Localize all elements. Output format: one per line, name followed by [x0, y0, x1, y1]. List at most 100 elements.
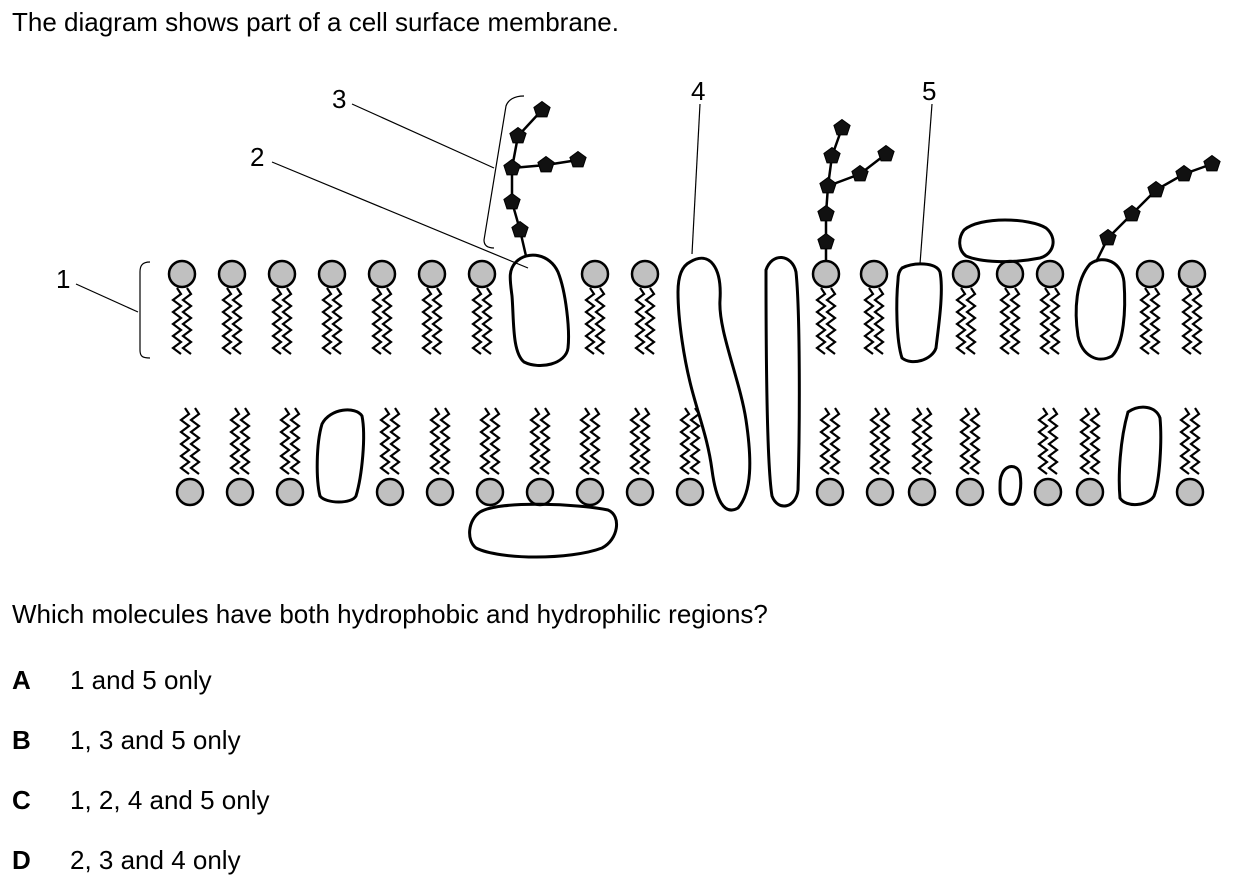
option-text: 1 and 5 only: [70, 665, 212, 695]
fatty-acid-tail: [439, 407, 451, 475]
fatty-acid-tail: [489, 407, 501, 475]
sugar-unit: [569, 150, 587, 168]
phosphate-head: [811, 259, 841, 289]
phospholipid: [575, 407, 605, 507]
option-text: 1, 3 and 5 only: [70, 725, 241, 755]
sugar-unit: [817, 204, 835, 222]
membrane-diagram: 1 2 3 4 5: [56, 76, 1221, 559]
leader-1: [75, 283, 139, 313]
phosphate-head: [475, 477, 505, 507]
glycoprotein: [508, 253, 570, 367]
fatty-acid-tail: [421, 287, 433, 355]
option-letter: A: [12, 665, 31, 695]
phosphate-head: [367, 259, 397, 289]
phosphate-head: [1135, 259, 1165, 289]
fatty-acid-tail: [634, 287, 646, 355]
phospholipid: [630, 259, 660, 355]
phospholipid: [815, 407, 845, 507]
phospholipid: [1135, 259, 1165, 355]
label-5: 5: [922, 76, 936, 106]
phospholipid: [859, 259, 889, 355]
fatty-acid-tail: [1009, 287, 1021, 355]
fatty-acid-tail: [289, 407, 301, 475]
fatty-acid-tail: [179, 407, 191, 475]
sugar-unit: [833, 118, 851, 136]
phospholipid: [1033, 407, 1063, 507]
option-text: 1, 2, 4 and 5 only: [70, 785, 270, 815]
phospholipid: [907, 407, 937, 507]
fatty-acid-tail: [479, 407, 491, 475]
phospholipid: [1177, 259, 1207, 355]
phosphate-head: [217, 259, 247, 289]
sugar-unit: [503, 158, 521, 176]
phospholipid: [475, 407, 505, 507]
fatty-acid-tail: [539, 407, 551, 475]
phosphate-head: [575, 477, 605, 507]
fatty-acid-tail: [321, 287, 333, 355]
leader-4: [691, 103, 701, 255]
phospholipid: [217, 259, 247, 355]
phospholipid: [275, 407, 305, 507]
fatty-acid-tail: [815, 287, 827, 355]
option-a[interactable]: A 1 and 5 only: [12, 664, 212, 696]
label-2: 2: [250, 142, 264, 172]
label-1: 1: [56, 264, 70, 294]
sugar-unit: [1099, 228, 1117, 246]
phosphate-head: [580, 259, 610, 289]
fatty-acid-tail: [869, 407, 881, 475]
phospholipid: [625, 407, 655, 507]
phosphate-head: [417, 259, 447, 289]
fatty-acid-tail: [279, 407, 291, 475]
carbohydrate-chains: [503, 100, 1221, 263]
fatty-acid-tail: [1149, 287, 1161, 355]
membrane-proteins: [315, 218, 1163, 559]
fatty-acid-tail: [644, 287, 656, 355]
leader-3: [351, 103, 495, 169]
fatty-acid-tail: [999, 287, 1011, 355]
fatty-acid-tail: [431, 287, 443, 355]
sugar-unit: [503, 192, 521, 210]
fatty-acid-tail: [1079, 407, 1091, 475]
phosphate-head: [175, 477, 205, 507]
fatty-acid-tail: [911, 407, 923, 475]
question-text: Which molecules have both hydrophobic an…: [12, 599, 768, 629]
small-protein: [998, 465, 1023, 506]
sugar-unit: [817, 232, 835, 250]
fatty-acid-tail: [381, 287, 393, 355]
leader-5: [919, 103, 933, 265]
phospholipid: [955, 407, 985, 507]
fatty-acid-tail: [429, 407, 441, 475]
fatty-acid-tail: [965, 287, 977, 355]
phospholipid: [1175, 407, 1205, 507]
sugar-unit: [851, 164, 869, 182]
sugar-unit: [1147, 180, 1165, 198]
phospholipid: [367, 259, 397, 355]
label-3: 3: [332, 84, 346, 114]
phospholipid: [317, 259, 347, 355]
fatty-acid-tail: [1039, 287, 1051, 355]
fatty-acid-tail: [921, 407, 933, 475]
fatty-acid-tail: [579, 407, 591, 475]
fatty-acid-tail: [1049, 287, 1061, 355]
phospholipid: [467, 259, 497, 355]
fatty-acid-tail: [189, 407, 201, 475]
phosphate-head: [865, 477, 895, 507]
sugar-unit: [511, 220, 529, 238]
fatty-acid-tail: [679, 407, 691, 475]
phosphate-head: [275, 477, 305, 507]
fatty-acid-tail: [231, 287, 243, 355]
peripheral-protein-top: [958, 218, 1055, 264]
phosphate-head: [951, 259, 981, 289]
phospholipid: [1035, 259, 1065, 355]
phosphate-head: [267, 259, 297, 289]
phospholipid-layer: [167, 259, 1207, 507]
glycosidic-link: [1094, 162, 1213, 263]
fatty-acid-tail: [639, 407, 651, 475]
phospholipid: [995, 259, 1025, 355]
fatty-acid-tail: [379, 407, 391, 475]
phospholipid: [417, 259, 447, 355]
fatty-acid-tail: [1179, 407, 1191, 475]
